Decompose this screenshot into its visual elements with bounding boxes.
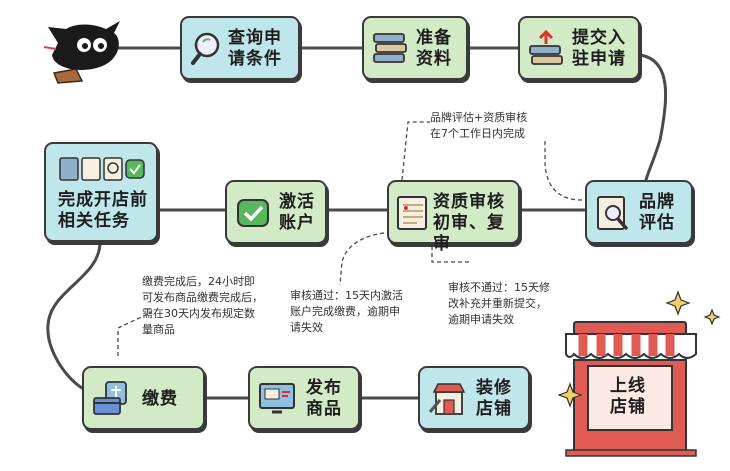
mascot-cat [36, 15, 126, 85]
step-label: 查询申 请条件 [228, 28, 282, 69]
step-complete-tasks: 完成开店前 相关任务 [44, 142, 158, 242]
step-publish-products: 发布 商品 [248, 366, 360, 430]
note-review-pass: 审核通过：15天内激活 账户完成缴费，逾期申 请失效 [290, 289, 403, 334]
sparkle-icon [703, 308, 721, 326]
monitor-icon [259, 383, 295, 414]
note-brand-evaluation: 品牌评估+资质审核 在7个工作日内完成 [430, 111, 528, 140]
step-store-online: 上线 店铺 [556, 318, 706, 458]
step-prepare-materials: 准备 资料 [362, 16, 468, 80]
checklist-icon [397, 196, 427, 230]
sparkle-icon [665, 290, 691, 316]
dashed-brand-note-left [401, 121, 430, 181]
upload-documents-icon [529, 30, 563, 65]
dashed-brand-note [544, 138, 583, 201]
shop-tools-icon [428, 383, 466, 415]
store-label: 上线 店铺 [610, 376, 646, 417]
step-query-conditions: 查询申 请条件 [180, 16, 300, 80]
step-pay-fee: 缴费 [82, 366, 205, 430]
storefront-icon [565, 321, 697, 457]
magnifier-icon [191, 32, 220, 65]
step-label: 缴费 [142, 389, 178, 409]
step-label: 提交入 驻申请 [572, 28, 626, 69]
payment-card-icon [93, 381, 127, 415]
sparkle-icon [557, 382, 583, 408]
step-label: 发布 商品 [306, 378, 342, 419]
dashed-fee-note [117, 311, 153, 356]
black-cat-icon [43, 21, 120, 84]
step-label: 品牌 评估 [639, 192, 675, 233]
step-qualification-review: 资质审核 初审、复审 [387, 180, 520, 254]
step-activate-account: 激活 账户 [225, 180, 327, 244]
connector-submit-brand [638, 53, 668, 182]
clipboard-magnifier-icon [597, 196, 628, 230]
step-label: 装修 店铺 [476, 378, 512, 419]
step-label: 完成开店前 相关任务 [58, 190, 148, 231]
note-review-fail: 审核不通过：15天修 改补充并重新提交， 逾期申请失效 [448, 281, 550, 326]
documents-icon [373, 33, 407, 63]
check-badge-icon [237, 199, 269, 227]
step-label: 激活 账户 [279, 192, 315, 233]
task-icons [59, 157, 145, 181]
step-submit-application: 提交入 驻申请 [518, 16, 640, 80]
note-fee: 缴费完成后，24小时即 可发布商品缴费完成后， 需在30天内发布规定数 量商品 [142, 275, 263, 336]
step-label: 准备 资料 [416, 28, 452, 69]
connector-tasks-fee [46, 240, 102, 390]
step-decorate-store: 装修 店铺 [418, 366, 530, 430]
step-label: 资质审核 初审、复审 [433, 192, 505, 254]
step-brand-evaluation: 品牌 评估 [585, 180, 693, 244]
